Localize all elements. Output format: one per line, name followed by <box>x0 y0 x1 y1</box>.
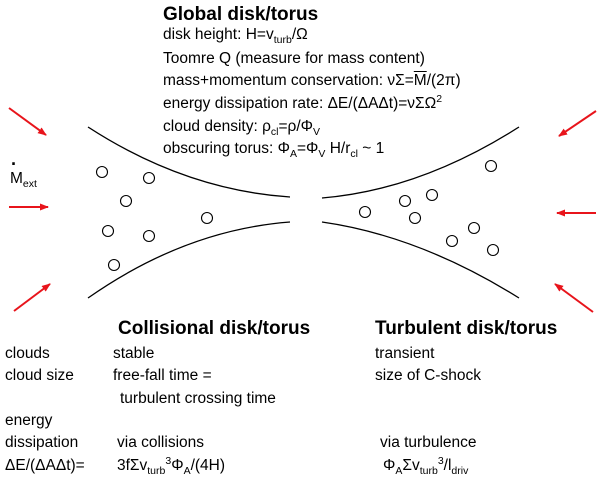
cloud <box>101 224 115 238</box>
global-line-4: cloud density: ρcl=ρ/ΦV <box>163 118 321 139</box>
formula-turbulent: ΦAΣvturb3/ldriv <box>383 454 469 477</box>
row-turbulent: transient <box>375 345 435 362</box>
right-disk-lower-curve <box>321 221 520 299</box>
arrow-upper-left <box>8 107 47 136</box>
row-turbulent: via turbulence <box>380 434 477 451</box>
row-label: dissipation <box>5 434 79 451</box>
mext-dot: · <box>11 154 17 174</box>
row-collisional: via collisions <box>117 434 205 451</box>
cloud <box>445 234 459 248</box>
left-disk-lower-curve <box>87 221 291 299</box>
row-collisional: turbulent crossing time <box>120 390 276 407</box>
arrow-lower-left <box>13 283 51 312</box>
global-line-5: obscuring torus: ΦA=ΦV H/rcl ~ 1 <box>163 140 385 161</box>
formula-label: ΔE/(ΔAΔt)= <box>5 457 85 474</box>
turbulent-title: Turbulent disk/torus <box>375 318 558 339</box>
right-clouds <box>358 159 500 257</box>
cloud <box>358 205 372 219</box>
left-disk-upper-curve <box>87 126 291 198</box>
row-label: energy <box>5 412 53 429</box>
global-title: Global disk/torus <box>163 4 319 25</box>
right-disk-upper-curve <box>321 126 520 199</box>
cloud <box>200 211 214 225</box>
cloud <box>486 243 500 257</box>
row-turbulent: size of C-shock <box>375 367 481 384</box>
cloud <box>142 229 156 243</box>
cloud <box>484 159 498 173</box>
global-line-2: mass+momentum conservation: νΣ=M/(2π) <box>163 72 461 89</box>
row-label: clouds <box>5 345 50 362</box>
cloud <box>408 211 422 225</box>
mext-label: Mext <box>10 170 37 191</box>
cloud <box>107 258 121 272</box>
cloud <box>95 165 109 179</box>
cloud <box>425 188 439 202</box>
arrow-lower-right <box>554 283 594 313</box>
cloud <box>398 194 412 208</box>
formula-collisional: 3fΣvturb3ΦA/(4H) <box>117 454 226 477</box>
inflow-arrows <box>8 107 597 313</box>
arrow-upper-right <box>558 110 597 137</box>
cloud <box>142 171 156 185</box>
global-line-1: Toomre Q (measure for mass content) <box>163 50 425 67</box>
row-collisional: free-fall time = <box>113 367 212 384</box>
cloud <box>467 221 481 235</box>
global-line-0: disk height: H=vturb/Ω <box>163 26 308 47</box>
row-label: cloud size <box>5 367 74 384</box>
cloud <box>119 194 133 208</box>
row-collisional: stable <box>113 345 155 362</box>
collisional-title: Collisional disk/torus <box>118 318 311 339</box>
global-line-3: energy dissipation rate: ΔE/(ΔAΔt)=νΣΩ2 <box>163 92 443 112</box>
left-clouds <box>95 165 214 272</box>
